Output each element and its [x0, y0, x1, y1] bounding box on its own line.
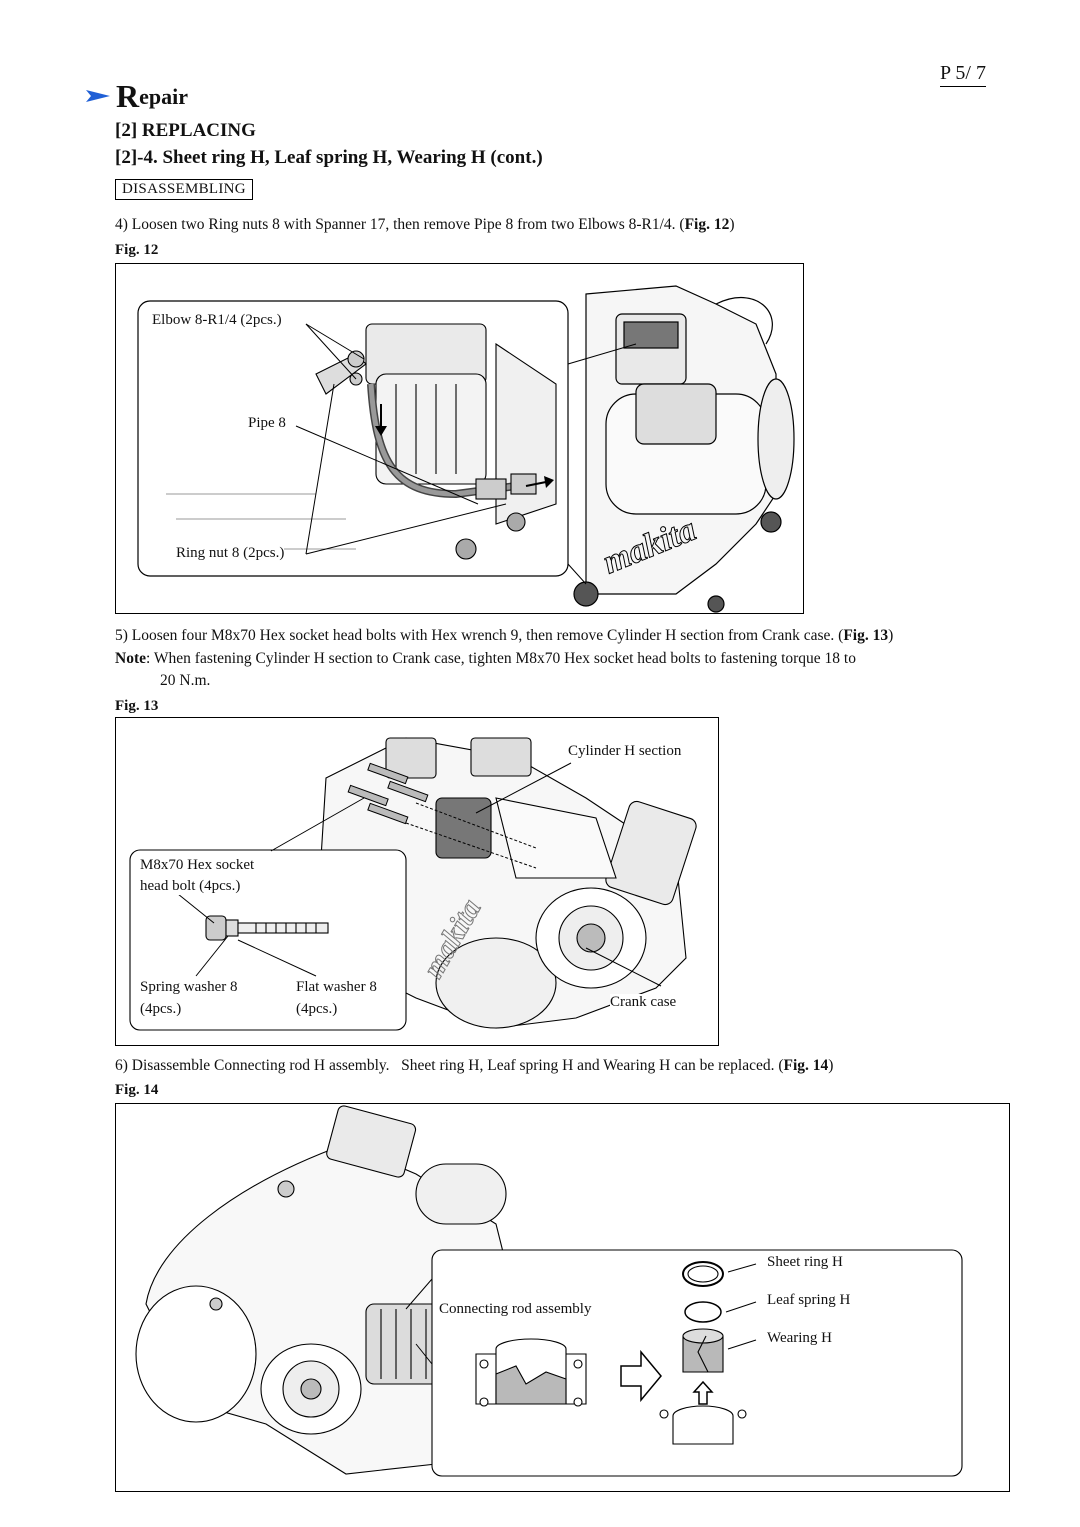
- step-4-fig-ref: Fig. 12: [684, 216, 730, 233]
- step-4-text: 4) Loosen two Ring nuts 8 with Spanner 1…: [115, 216, 685, 233]
- figure-12: makita: [115, 263, 804, 614]
- ring-nut-label: Ring nut 8 (2pcs.): [176, 545, 285, 562]
- step-4-close: ): [729, 216, 735, 233]
- elbow-label: Elbow 8-R1/4 (2pcs.): [152, 312, 282, 329]
- connecting-rod-label: Connecting rod assembly: [439, 1301, 592, 1318]
- figure-13: makita Cylinder H section M8x70 Hex sock…: [115, 717, 719, 1046]
- figure-14: Sheet ring H Leaf spring H Wearing H Con…: [115, 1103, 1010, 1492]
- spring-washer-qty: (4pcs.): [140, 1001, 182, 1018]
- flat-qty-open: (: [296, 1001, 301, 1017]
- fig13-drawing: makita: [129, 737, 697, 1031]
- bolt-label-line2: head bolt (4pcs.): [140, 878, 241, 895]
- step-6-fig-ref: Fig. 14: [783, 1057, 829, 1074]
- fig-13-label: Fig. 13: [115, 698, 159, 714]
- note: Note: When fastening Cylinder H section …: [115, 650, 856, 668]
- repair-rest: epair: [139, 84, 188, 109]
- note-label: Note: [115, 650, 146, 667]
- step-6: 6) Disassemble Connecting rod H assembly…: [115, 1057, 833, 1075]
- fig-14-label: Fig. 14: [115, 1082, 159, 1098]
- disassembling-tag: DISASSEMBLING: [115, 179, 253, 200]
- spring-qty-open: (: [140, 1001, 145, 1017]
- step-6-text: 6) Disassemble Connecting rod H assembly…: [115, 1057, 784, 1074]
- step-5-text: 5) Loosen four M8x70 Hex socket head bol…: [115, 627, 844, 644]
- wearing-label: Wearing H: [767, 1330, 833, 1347]
- step-5: 5) Loosen four M8x70 Hex socket head bol…: [115, 627, 893, 645]
- fig12-drawing: makita: [137, 285, 795, 613]
- step-5-close: ): [888, 627, 894, 644]
- cylinder-label: Cylinder H section: [568, 743, 682, 760]
- flat-washer-label: Flat washer 8: [296, 979, 377, 996]
- flat-washer-qty: (4pcs.): [296, 1001, 338, 1018]
- step-6-close: ): [828, 1057, 834, 1074]
- leaf-spring-label: Leaf spring H: [767, 1292, 851, 1309]
- note-text: : When fastening Cylinder H section to C…: [146, 650, 856, 667]
- note-continuation: 20 N.m.: [160, 672, 211, 689]
- fig14-drawing: [135, 1105, 963, 1477]
- fig-12-label: Fig. 12: [115, 242, 159, 258]
- page-number: P 5/ 7: [940, 62, 986, 87]
- pipe-label: Pipe 8: [248, 415, 286, 432]
- blue-arrow-icon: [86, 90, 110, 102]
- step-4: 4) Loosen two Ring nuts 8 with Spanner 1…: [115, 216, 735, 234]
- spring-washer-label: Spring washer 8: [140, 979, 238, 996]
- repair-initial: R: [116, 78, 140, 114]
- crank-case-label: Crank case: [610, 994, 677, 1011]
- bolt-label-line1: M8x70 Hex socket: [140, 857, 255, 874]
- step-5-fig-ref: Fig. 13: [843, 627, 889, 644]
- subsection-title: [2]-4. Sheet ring H, Leaf spring H, Wear…: [115, 147, 543, 168]
- flat-qty: 4pcs.): [301, 1001, 338, 1017]
- section-title: [2] REPLACING: [115, 120, 256, 141]
- sheet-ring-label: Sheet ring H: [767, 1254, 843, 1271]
- spring-qty: 4pcs.): [145, 1001, 182, 1017]
